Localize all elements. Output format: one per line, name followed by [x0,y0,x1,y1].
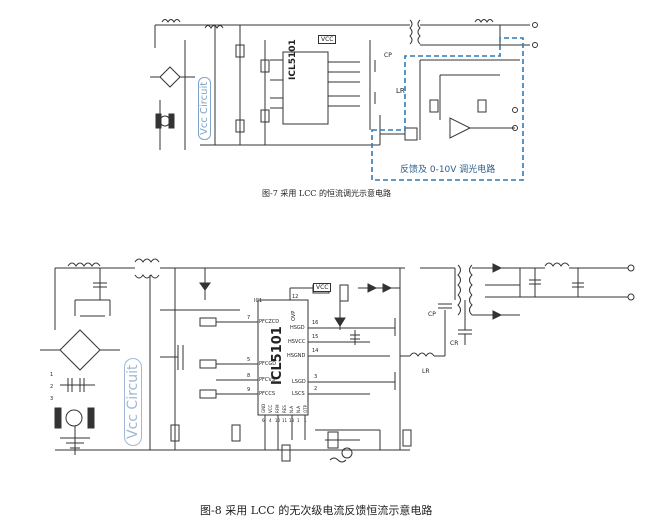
pin-na-2: N.A [296,406,301,413]
pin-hsgnd-num: 14 [312,348,319,354]
pin-rfm: RFM [275,404,280,413]
schematic-figure-7 [150,19,538,181]
pin-na-1-num: 13 [289,418,295,423]
pin-hsgd: HSGD [290,325,305,331]
pin-hsvcc-num: 15 [312,334,319,340]
vcc-circuit-label-fig7: Vcc Circuit [198,76,211,140]
pin-pfczcd-num: 7 [247,315,251,321]
pin-name: PFCGD [259,361,277,367]
pin-lsgd-num: 3 [314,374,318,380]
lr-label-fig8: LR [422,368,430,375]
pin-name: PFCZCD [259,319,280,325]
pin-pfccs-num: 9 [247,387,251,393]
pin-gnd-num: 6 [262,418,265,423]
pin-pfczcd: PFCZCD [259,319,279,325]
pin-lsgd: LSGD [292,379,306,385]
pin-hsvcc: HSVCC [288,339,306,345]
ic-ref-label: IC1 [254,298,263,304]
pin-otp: OTP [303,404,308,413]
pin-res-num: 11 [282,418,288,423]
pin-lscs: LSCS [292,391,305,397]
pin-na-2-num: 1 [297,418,300,423]
pin-ovp: OVP [291,310,297,321]
connector-pin-2: 2 [50,384,54,390]
pin-lscs-num: 2 [314,386,318,392]
pin-gnd: GND [261,403,266,413]
pin-pfcgd-num: 5 [247,357,251,363]
pin-pfccs: PFCCS [259,391,275,397]
pin-pfcvs-num: 8 [247,373,251,379]
pin-rfm-num: 10 [275,418,281,423]
cr-label-fig8: CR [450,340,459,347]
lr-label-fig7: LR [396,87,405,95]
pin-vcc-num: 4 [269,418,272,423]
pin-name: PFCVS [259,377,275,383]
pin-hsgnd: HSGND [287,353,306,359]
figure-8-caption: 图-8 采用 LCC 的无次级电流反馈恒流示意电路 [200,504,433,517]
pin-otp-num: 1 [304,418,307,423]
pin-na-1: N.A [289,406,294,413]
pin-hsgd-num: 16 [312,320,319,326]
pin-res: RES [282,405,287,413]
vcc-box-fig7: VCC [318,35,337,44]
pin-pfcvs: PFCVS [259,377,275,383]
figure-7-caption: 图-7 采用 LCC 的恒流调光示意电路 [262,189,391,198]
pin-vcc: VCC [268,404,273,413]
vcc-box-fig8: VCC [313,283,332,292]
cp-label-fig7: CP [384,52,392,59]
connector-pin-3: 3 [50,396,54,402]
pin-pfcgd: PFCGD [259,361,276,367]
connector-pin-1: 1 [50,372,54,378]
cp-label-fig8: CP [428,311,436,318]
vcc-circuit-label-fig8: Vcc Circuit [124,357,142,446]
feedback-dimming-label: 反馈及 0-10V 调光电路 [400,165,496,175]
pin-ovp-num: 12 [292,294,299,300]
ic-label-fig7: ICL5101 [288,39,298,80]
pin-name: PFCCS [259,391,276,397]
